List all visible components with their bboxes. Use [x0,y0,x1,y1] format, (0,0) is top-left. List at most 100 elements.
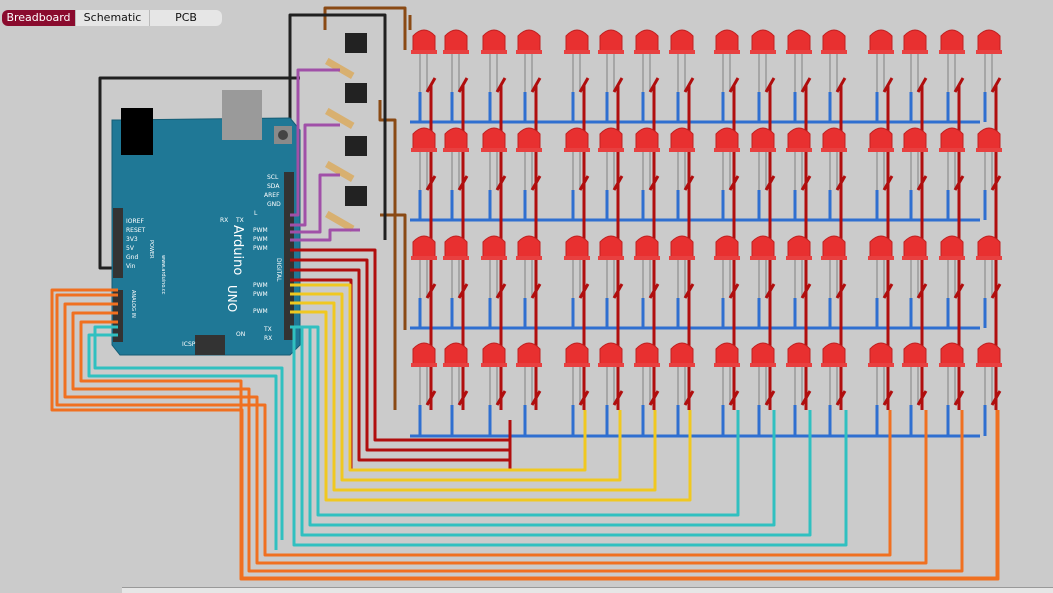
column-driver-wire[interactable] [71,311,964,573]
led-wire[interactable] [882,283,894,299]
horizontal-scrollbar[interactable] [122,587,1053,593]
led-wire[interactable] [764,283,776,299]
led-wire[interactable] [916,77,928,93]
led-wire[interactable] [953,283,965,299]
column-driver-wire[interactable] [50,288,999,580]
led-wire[interactable] [728,77,740,93]
led-wire[interactable] [683,77,695,93]
led-wire[interactable] [578,283,590,299]
arduino-uno-board[interactable]: Arduino UNO www.arduino.cc DIGITAL POWER… [111,90,301,356]
brown-wire[interactable] [323,6,407,50]
led-wire[interactable] [916,283,928,299]
led-wire[interactable] [457,390,469,406]
led-wire[interactable] [764,175,776,191]
led-wire[interactable] [990,77,1002,93]
brown-wire[interactable] [380,213,407,330]
led-wire[interactable] [800,390,812,406]
led-wire[interactable] [835,283,847,299]
column-driver-wire[interactable] [290,325,848,547]
led-wire[interactable] [578,77,590,93]
led-wire[interactable] [800,175,812,191]
led-wire[interactable] [728,283,740,299]
led-wire[interactable] [612,77,624,93]
led-wire[interactable] [835,77,847,93]
column-driver-wire[interactable] [87,333,278,550]
led-wire[interactable] [530,390,542,406]
column-driver-wire[interactable] [290,292,622,482]
power-header [113,208,123,278]
led-wire[interactable] [425,77,437,93]
column-driver-wire[interactable] [55,293,892,557]
column-driver-wire[interactable] [63,302,928,565]
led-wire[interactable] [530,175,542,191]
led-wire[interactable] [916,175,928,191]
led-body [903,127,927,151]
tab-schematic[interactable]: Schematic [76,10,150,26]
led-wire[interactable] [648,175,660,191]
led-wire[interactable] [648,77,660,93]
led-wire[interactable] [612,390,624,406]
led-wire[interactable] [835,175,847,191]
led-wire[interactable] [457,77,469,93]
led-wire[interactable] [953,77,965,93]
purple-wire[interactable] [290,68,340,217]
led-rim [564,363,590,367]
column-driver-wire[interactable] [93,325,284,540]
led-wire[interactable] [990,390,1002,406]
led-wire[interactable] [530,283,542,299]
purple-wire[interactable] [290,228,360,242]
led-wire[interactable] [990,283,1002,299]
ground-wire[interactable] [288,13,387,240]
led-wire[interactable] [882,77,894,93]
led-wire[interactable] [882,175,894,191]
column-driver-wire[interactable] [290,283,587,472]
led-wire[interactable] [648,283,660,299]
purple-wire[interactable] [290,173,340,234]
led-wire[interactable] [990,175,1002,191]
led-rim [821,256,847,260]
led-wire[interactable] [495,175,507,191]
led [481,127,507,220]
led-wire[interactable] [764,77,776,93]
led-wire[interactable] [495,283,507,299]
column-driver-wire[interactable] [290,325,812,537]
purple-wire[interactable] [290,123,340,227]
led-wire[interactable] [648,390,660,406]
led-wire[interactable] [457,283,469,299]
tab-pcb[interactable]: PCB [175,11,197,24]
led-wire[interactable] [495,77,507,93]
led-wire[interactable] [457,175,469,191]
column-driver-wire[interactable] [290,301,657,492]
led-wire[interactable] [764,390,776,406]
brown-wire[interactable] [378,100,397,410]
led-wire[interactable] [683,283,695,299]
led-wire[interactable] [530,77,542,93]
tab-breadboard[interactable]: Breadboard [2,10,76,26]
led-wire[interactable] [495,390,507,406]
led-wire[interactable] [800,283,812,299]
led-wire[interactable] [612,283,624,299]
led-wire[interactable] [800,77,812,93]
led-wire[interactable] [425,175,437,191]
led-wire[interactable] [953,390,965,406]
led-wire[interactable] [612,175,624,191]
led-wire[interactable] [728,175,740,191]
led-wire[interactable] [578,175,590,191]
led-wire[interactable] [578,390,590,406]
row-wire[interactable] [290,258,512,452]
led-wire[interactable] [683,175,695,191]
led-wire[interactable] [882,390,894,406]
led-wire[interactable] [728,390,740,406]
pin-label: IOREF [126,218,144,225]
led-wire[interactable] [953,175,965,191]
led-wire[interactable] [425,390,437,406]
ground-wire[interactable] [98,76,300,270]
led-wire[interactable] [916,390,928,406]
led-wire[interactable] [425,283,437,299]
led-wire[interactable] [835,390,847,406]
row-wire[interactable] [290,268,512,462]
led-wire[interactable] [683,390,695,406]
led-body [869,29,893,53]
column-driver-wire[interactable] [290,310,692,502]
